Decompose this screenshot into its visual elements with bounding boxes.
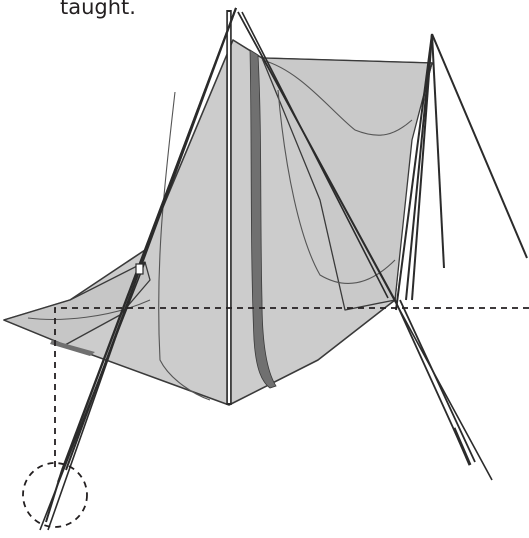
callout-circle [22,462,88,528]
caption-text: taught. [60,0,136,19]
fabric-fold-line [277,89,396,284]
right-tripod [395,33,528,311]
fabric-fold-line [158,91,211,401]
callout-leader-line [54,307,529,468]
ground-stake [45,469,63,523]
tent-edge-accent [50,340,95,356]
right-front-pole [394,299,476,466]
fabric-fold-line [261,59,413,136]
fabric-fold-line [27,299,151,320]
rear-guy-lines [237,11,493,481]
tent-ridge-band [249,49,277,389]
